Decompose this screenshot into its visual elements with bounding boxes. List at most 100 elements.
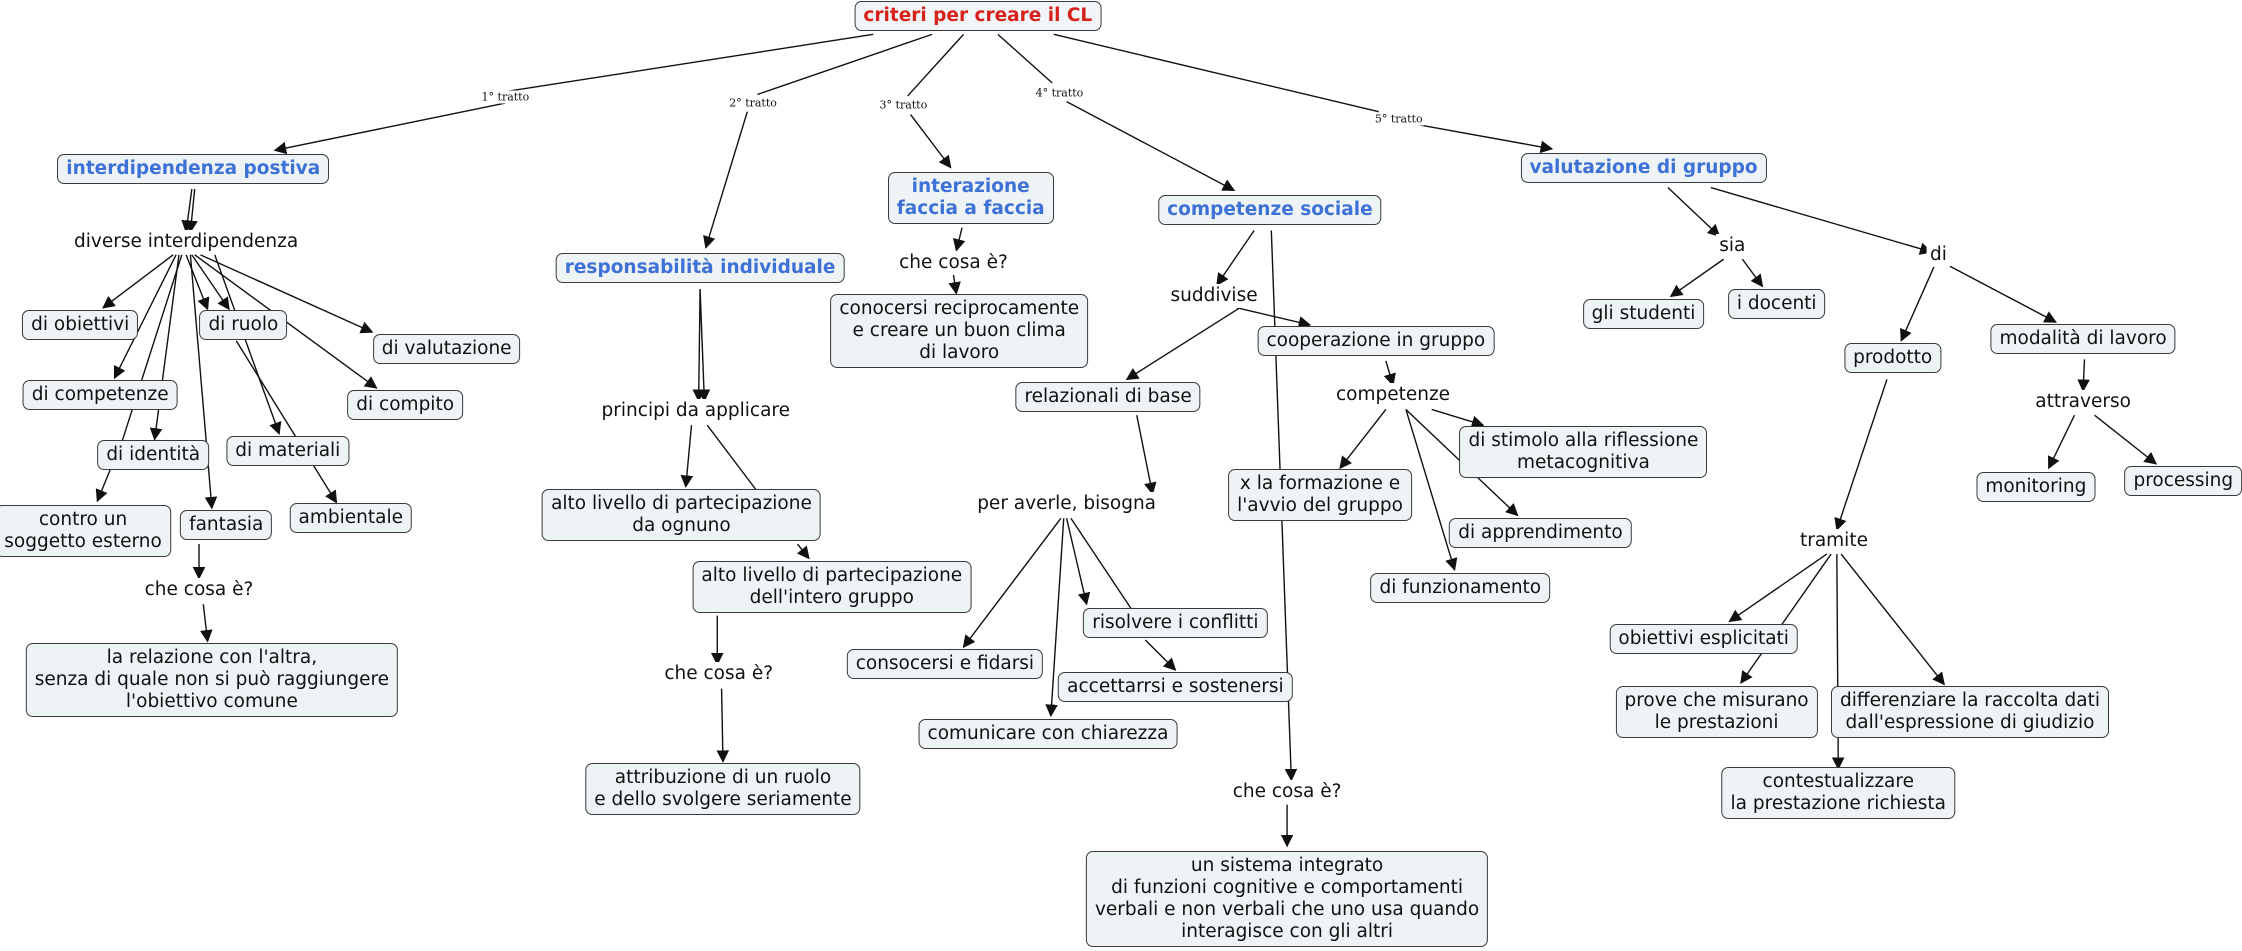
node-di-v[interactable]: di — [1927, 242, 1950, 267]
connector-line-12 — [102, 254, 174, 309]
connector-line-38 — [1236, 307, 1312, 329]
connector-line-16 — [185, 254, 210, 311]
node-relazionali[interactable]: relazionali di base — [1015, 381, 1201, 412]
link-label-trait-2: 2° tratto — [727, 96, 779, 110]
node-modalita[interactable]: modalità di lavoro — [1990, 324, 2176, 355]
node-prodotto[interactable]: prodotto — [1844, 342, 1942, 373]
connector-line-59 — [2094, 414, 2158, 465]
connector-line-3 — [703, 111, 749, 249]
connector-line-30 — [796, 543, 810, 560]
connector-line-55 — [1900, 266, 1935, 342]
connector-line-39 — [1383, 360, 1396, 387]
connector-line-46 — [1045, 518, 1065, 718]
connector-line-47 — [1065, 518, 1091, 606]
connector-line-21 — [214, 254, 282, 435]
node-di-materiali[interactable]: di materiali — [226, 435, 350, 466]
node-contestualizzare[interactable]: contestualizzare la prestazione richiest… — [1721, 767, 1955, 820]
connector-line-11 — [185, 188, 198, 234]
node-monitoring[interactable]: monitoring — [1976, 471, 2096, 502]
connector-line-34 — [948, 274, 961, 295]
node-conocersi[interactable]: conocersi reciprocamente e creare un buo… — [830, 293, 1089, 368]
connector-line-52 — [1710, 186, 1933, 255]
node-di-compito[interactable]: di compito — [347, 390, 464, 421]
connector-line-53 — [1669, 258, 1725, 298]
node-ambientale[interactable]: ambientale — [289, 503, 412, 534]
connector-line-62 — [1740, 553, 1832, 684]
node-competenze-sociale[interactable]: competenze sociale — [1158, 195, 1382, 226]
connector-line-44 — [1431, 408, 1485, 428]
link-label-trait-1: 1° tratto — [479, 90, 532, 104]
node-attribuzione[interactable]: attribuzione di un ruolo e dello svolger… — [585, 762, 861, 815]
node-di-obiettivi[interactable]: di obiettivi — [22, 309, 139, 340]
node-interdipendenza[interactable]: interdipendenza postiva — [57, 153, 330, 184]
connector-line-60 — [1834, 379, 1888, 531]
connector-line-41 — [1339, 409, 1387, 470]
node-sia[interactable]: sia — [1716, 234, 1749, 259]
node-alto2[interactable]: alto livello di partecipazione dell'inte… — [692, 560, 972, 613]
node-di-identita[interactable]: di identità — [97, 440, 210, 471]
connector-line-33 — [952, 227, 966, 252]
node-formazione[interactable]: x la formazione e l'avvio del gruppo — [1228, 469, 1412, 522]
connector-line-58 — [2048, 414, 2076, 470]
node-processing[interactable]: processing — [2124, 466, 2242, 497]
node-relazione[interactable]: la relazione con l'altra, senza di quale… — [25, 643, 399, 718]
node-principi[interactable]: principi da applicare — [598, 398, 794, 423]
node-diverse[interactable]: diverse interdipendenza — [71, 229, 302, 254]
connector-line-54 — [1741, 258, 1764, 288]
connector-line-15 — [122, 254, 183, 439]
connector-line-29 — [706, 424, 757, 491]
link-label-trait-5: 5° tratto — [1372, 112, 1425, 126]
connector-line-13 — [113, 254, 177, 380]
connector-line-51 — [1667, 187, 1721, 238]
node-di-ruolo[interactable]: di ruolo — [199, 309, 288, 340]
node-tramite[interactable]: tramite — [1796, 529, 1871, 554]
node-suddivise[interactable]: suddivise — [1167, 284, 1261, 309]
node-cooperazione[interactable]: cooperazione in gruppo — [1257, 325, 1495, 356]
node-checosa-2[interactable]: che cosa è? — [661, 662, 777, 687]
node-sistema[interactable]: un sistema integrato di funzioni cogniti… — [1085, 851, 1489, 948]
node-attraverso[interactable]: attraverso — [2032, 390, 2134, 415]
link-label-trait-3: 3° tratto — [877, 98, 930, 111]
connector-line-2 — [757, 33, 933, 96]
node-studenti[interactable]: gli studenti — [1582, 298, 1705, 329]
node-di-competenze[interactable]: di competenze — [22, 380, 178, 411]
connector-line-45 — [962, 517, 1062, 649]
node-differenziare[interactable]: differenziare la raccolta dati dall'espr… — [1830, 685, 2109, 738]
node-responsabilita[interactable]: responsabilità individuale — [555, 252, 845, 283]
node-comunicare[interactable]: comunicare con chiarezza — [918, 719, 1178, 750]
connector-line-28 — [680, 425, 694, 489]
node-alto1[interactable]: alto livello di partecipazione da ognuno — [542, 489, 821, 542]
connector-line-5 — [909, 114, 952, 169]
node-fantasia[interactable]: fantasia — [180, 510, 273, 541]
node-funzionamento[interactable]: di funzionamento — [1370, 573, 1551, 604]
connector-line-27 — [697, 289, 711, 403]
node-di-valutazione[interactable]: di valutazione — [372, 334, 521, 365]
node-apprendimento[interactable]: di apprendimento — [1449, 517, 1632, 548]
node-docenti[interactable]: i docenti — [1727, 288, 1826, 319]
node-contro[interactable]: contro un soggetto esterno — [0, 505, 171, 558]
node-competenze-c[interactable]: competenze — [1332, 383, 1454, 408]
node-accettarsi[interactable]: accettarrsi e sostenersi — [1058, 672, 1293, 703]
node-checosa-1[interactable]: che cosa è? — [141, 577, 257, 602]
node-consocersi[interactable]: consocersi e fidarsi — [846, 649, 1044, 680]
node-stimolo[interactable]: di stimolo alla riflessione metacognitiv… — [1459, 426, 1708, 479]
node-valutazione-gruppo[interactable]: valutazione di gruppo — [1520, 152, 1767, 183]
node-risolvere[interactable]: risolvere i conflitti — [1083, 607, 1268, 638]
node-interazione[interactable]: interazione faccia a faccia — [887, 171, 1054, 224]
node-checosa-3[interactable]: che cosa è? — [896, 251, 1011, 276]
connector-line-1 — [273, 102, 506, 155]
node-peraverle[interactable]: per averle, bisogna — [974, 491, 1159, 516]
node-prove[interactable]: prove che misurano le prestazioni — [1615, 685, 1818, 738]
connector-line-18 — [200, 254, 374, 334]
connector-line-25 — [200, 604, 213, 643]
connector-line-42 — [1405, 409, 1458, 572]
connector-line-17 — [191, 254, 230, 311]
node-obiettivi-v[interactable]: obiettivi esplicitati — [1609, 623, 1798, 654]
connector-line-14 — [149, 254, 180, 441]
connector-line-64 — [1840, 553, 1945, 686]
link-label-trait-4: 4° tratto — [1033, 86, 1086, 100]
node-checosa-4[interactable]: che cosa è? — [1229, 779, 1345, 804]
node-root[interactable]: criteri per creare il CL — [854, 0, 1102, 31]
